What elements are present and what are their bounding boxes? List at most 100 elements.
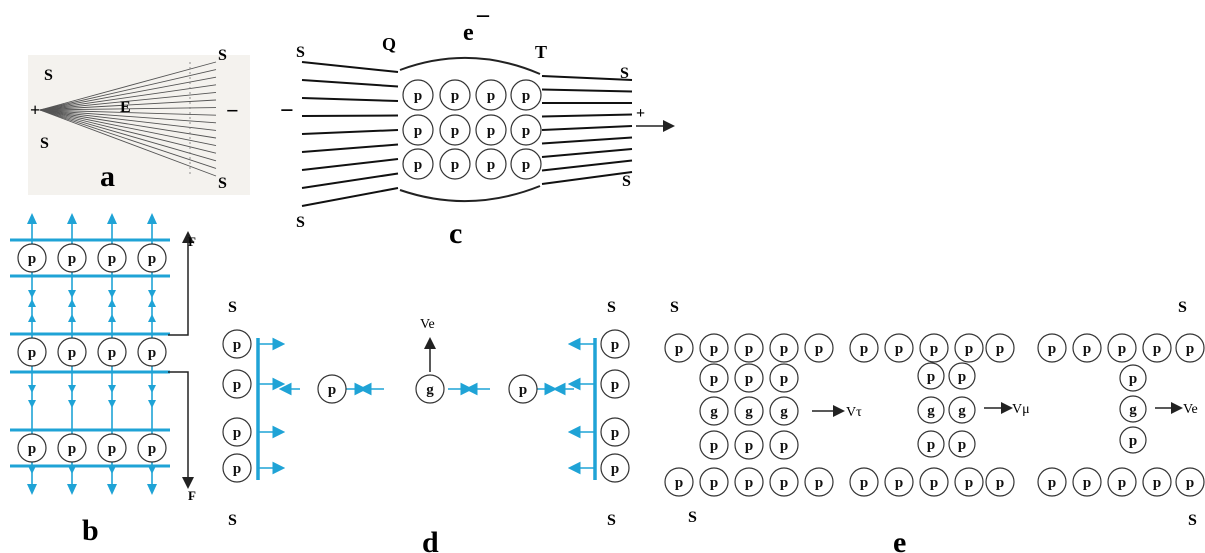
s-label: S <box>40 135 49 152</box>
svg-text:p: p <box>28 251 36 267</box>
proton-particle: p <box>664 467 694 497</box>
plus-sign: + <box>636 105 645 122</box>
panel-label-c: c <box>449 217 462 250</box>
svg-text:p: p <box>745 438 753 454</box>
svg-text:p: p <box>148 345 156 361</box>
proton-particle: p <box>510 148 542 180</box>
t-label: T <box>535 42 547 62</box>
minus-sign: − <box>226 98 239 123</box>
proton-particle: p <box>734 467 764 497</box>
field-arrows-d <box>258 337 595 475</box>
svg-text:p: p <box>522 123 530 139</box>
svg-text:p: p <box>1118 341 1126 357</box>
proton-particle: p <box>664 333 694 363</box>
svg-text:p: p <box>958 437 966 453</box>
svg-text:p: p <box>895 341 903 357</box>
svg-text:p: p <box>1153 341 1161 357</box>
svg-text:p: p <box>148 441 156 457</box>
proton-particle: p <box>57 337 87 367</box>
panel-label-d: d <box>422 526 439 553</box>
svg-text:p: p <box>1048 475 1056 491</box>
svg-text:p: p <box>860 475 868 491</box>
svg-text:p: p <box>108 251 116 267</box>
proton-particle: p <box>884 467 914 497</box>
svg-text:p: p <box>965 475 973 491</box>
s-label: S <box>218 175 227 192</box>
proton-particle: p <box>769 467 799 497</box>
proton-particle: p <box>699 467 729 497</box>
svg-text:p: p <box>451 123 459 139</box>
proton-particle: p <box>57 243 87 273</box>
svg-text:p: p <box>487 123 495 139</box>
gluon-particle: g <box>769 396 799 426</box>
svg-text:p: p <box>1186 475 1194 491</box>
proton-particle: p <box>734 430 764 460</box>
svg-text:p: p <box>815 475 823 491</box>
svg-text:g: g <box>958 403 966 419</box>
proton-particle: p <box>919 333 949 363</box>
proton-particle: p <box>439 79 471 111</box>
proton-particle: p <box>948 430 976 458</box>
horizontal-bars-b <box>10 238 170 468</box>
proton-particle: p <box>17 337 47 367</box>
proton-particle: p <box>1037 467 1067 497</box>
proton-particle: p <box>137 337 167 367</box>
svg-text:p: p <box>996 475 1004 491</box>
ve-label: Ve <box>420 317 435 332</box>
field-lines-c-left <box>301 61 399 207</box>
svg-text:p: p <box>611 461 619 477</box>
s-label: S <box>670 299 679 316</box>
plus-sign: + <box>30 100 40 120</box>
field-lines-c-right <box>541 75 633 185</box>
proton-particle: p <box>804 467 834 497</box>
svg-text:p: p <box>487 88 495 104</box>
proton-particle: p <box>475 114 507 146</box>
svg-text:p: p <box>675 475 683 491</box>
proton-particle: p <box>222 453 252 483</box>
s-label: S <box>296 44 305 61</box>
svg-text:p: p <box>108 441 116 457</box>
proton-particle: p <box>1175 333 1205 363</box>
q-label: Q <box>382 34 396 54</box>
svg-text:p: p <box>611 425 619 441</box>
svg-text:p: p <box>487 157 495 173</box>
svg-text:p: p <box>414 88 422 104</box>
proton-particle: p <box>222 417 252 447</box>
electron-label: e <box>463 20 474 46</box>
proton-particle: p <box>948 362 976 390</box>
proton-particle: p <box>600 453 630 483</box>
svg-text:p: p <box>927 369 935 385</box>
s-label: S <box>296 214 305 231</box>
svg-text:p: p <box>710 371 718 387</box>
proton-particle: p <box>439 148 471 180</box>
proton-particle: p <box>699 363 729 393</box>
svg-text:g: g <box>710 404 718 420</box>
gluon-particle: g <box>948 396 976 424</box>
proton-particle: p <box>849 467 879 497</box>
svg-text:p: p <box>1153 475 1161 491</box>
s-label: S <box>607 512 616 529</box>
svg-text:p: p <box>522 88 530 104</box>
svg-text:p: p <box>414 157 422 173</box>
proton-particle: p <box>919 467 949 497</box>
panel-label-a: a <box>100 160 115 193</box>
gluon-particle: g <box>734 396 764 426</box>
force-label: F <box>188 488 196 503</box>
v-mu-label: Vμ <box>1012 402 1030 417</box>
svg-text:p: p <box>745 341 753 357</box>
svg-text:g: g <box>745 404 753 420</box>
svg-text:p: p <box>780 371 788 387</box>
svg-text:p: p <box>233 425 241 441</box>
gluon-particle: g <box>415 374 445 404</box>
proton-particle: p <box>699 333 729 363</box>
proton-particle: p <box>884 333 914 363</box>
svg-text:p: p <box>451 157 459 173</box>
proton-particle: p <box>508 374 538 404</box>
s-label: S <box>622 173 631 190</box>
svg-text:p: p <box>451 88 459 104</box>
force-label: F <box>188 234 196 249</box>
svg-text:p: p <box>780 438 788 454</box>
